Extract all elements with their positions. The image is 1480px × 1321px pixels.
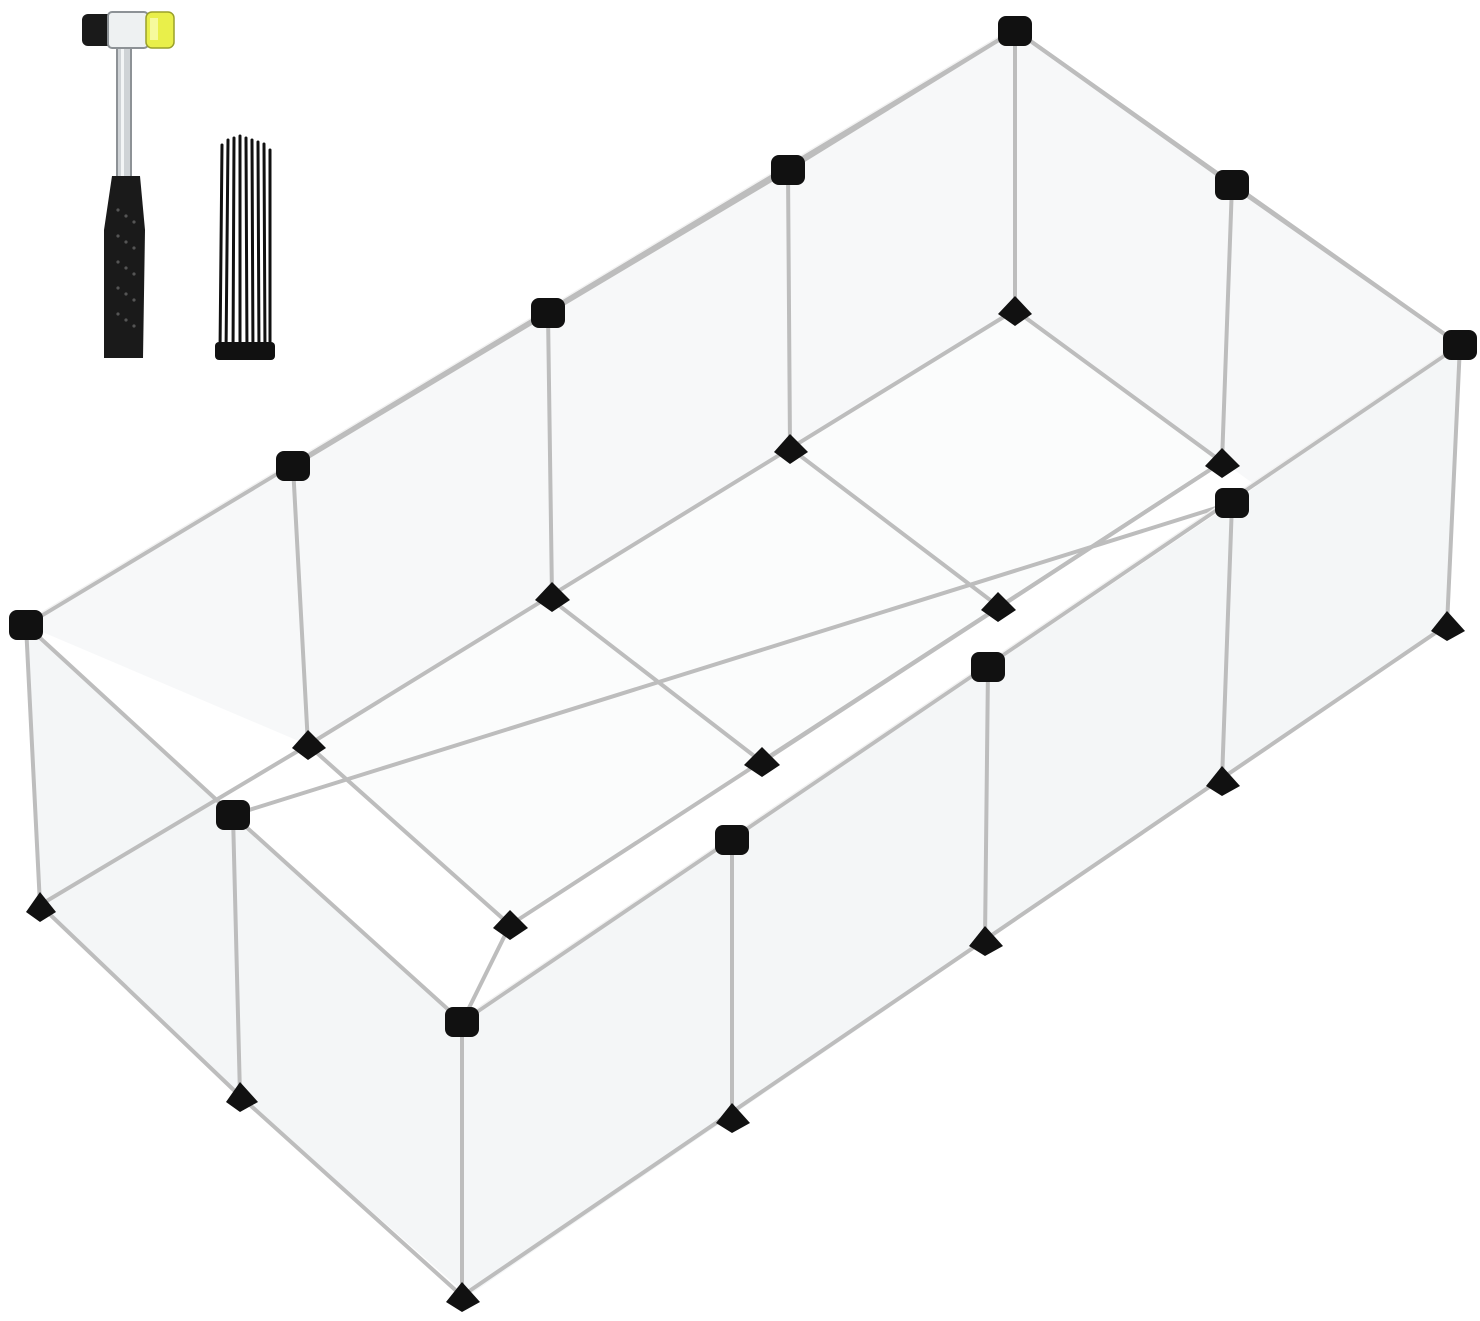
rubber-mallet	[82, 11, 175, 358]
cable-tie-bundle	[215, 134, 275, 360]
enclosure	[9, 16, 1477, 1312]
panel-connectors	[9, 16, 1477, 1312]
